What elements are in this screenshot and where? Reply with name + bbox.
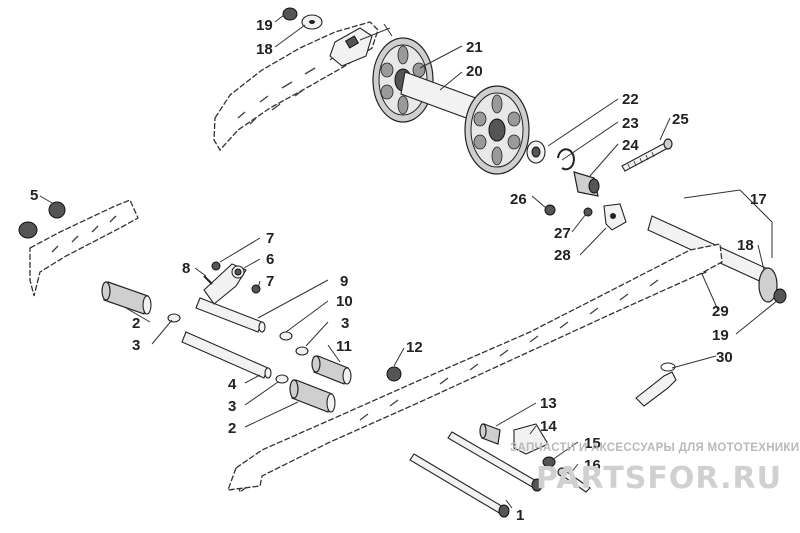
- leader-lines: [39, 14, 779, 509]
- callout-26: 26: [510, 191, 527, 208]
- callout-6: 6: [266, 251, 274, 268]
- watermark-tagline: ЗАПЧАСТИ И АКСЕССУАРЫ ДЛЯ МОТОТЕХНИКИ: [510, 442, 799, 454]
- callout-17: 17: [750, 191, 767, 208]
- sleeve-2-upper: [101, 281, 152, 315]
- callout-23: 23: [622, 115, 639, 132]
- callout-8: 8: [182, 260, 190, 277]
- idler-wheel-lower: [464, 85, 530, 175]
- sleeve-11: [311, 355, 352, 385]
- block-14: [513, 423, 549, 455]
- callout-4: 4: [228, 376, 237, 393]
- callout-20: 20: [466, 63, 483, 80]
- callout-13: 13: [540, 395, 557, 412]
- nut-26: [544, 204, 556, 216]
- callout-9: 9: [340, 273, 348, 290]
- callout-28: 28: [554, 247, 571, 264]
- watermark: ЗАПЧАСТИ И АКСЕССУАРЫ ДЛЯ МОТОТЕХНИКИ PA…: [510, 442, 799, 496]
- callout-27: 27: [554, 225, 571, 242]
- arm-6: [203, 263, 247, 305]
- bumper-12: [386, 366, 402, 382]
- snap-ring-23: [557, 148, 575, 171]
- callout-18: 18: [256, 41, 273, 58]
- main-rail-right: [227, 243, 723, 494]
- washer-3c: [275, 374, 289, 384]
- washer-3a: [167, 313, 181, 323]
- callout-2: 2: [228, 420, 236, 437]
- callout-19: 19: [256, 17, 273, 34]
- callout-7: 7: [266, 230, 274, 247]
- callout-14: 14: [540, 418, 557, 435]
- tube-9: [195, 297, 266, 333]
- callout-1: 1: [516, 507, 524, 524]
- bolt-16: [557, 467, 591, 493]
- callout-labels: 19 18 21 20 22 23 24 25 17 26 27 28 18 2…: [30, 17, 767, 524]
- long-tube-4: [181, 331, 272, 379]
- spacer-13: [479, 423, 501, 445]
- cap-19-top: [282, 7, 323, 30]
- bracket-30: [635, 362, 677, 407]
- callout-3: 3: [341, 315, 349, 332]
- washer-3b: [295, 346, 309, 356]
- stud-7-upper: [211, 261, 221, 271]
- callout-25: 25: [672, 111, 689, 128]
- main-rail-left: [29, 199, 139, 297]
- watermark-logo: PARTSFOR.RU: [536, 461, 782, 496]
- callout-18: 18: [737, 237, 754, 254]
- callout-22: 22: [622, 91, 639, 108]
- shaft-1: [409, 431, 543, 518]
- pin-8: [203, 275, 213, 285]
- washer-10: [279, 331, 293, 341]
- callout-12: 12: [406, 339, 423, 356]
- callout-10: 10: [336, 293, 353, 310]
- callout-5: 5: [30, 187, 38, 204]
- callout-15: 15: [584, 435, 601, 452]
- callout-2: 2: [132, 315, 140, 332]
- spacer-24: [573, 171, 600, 197]
- callout-16: 16: [584, 457, 601, 474]
- callout-3: 3: [132, 337, 140, 354]
- callout-3: 3: [228, 398, 236, 415]
- callout-19: 19: [712, 327, 729, 344]
- rail-bracket: [329, 23, 393, 67]
- callout-30: 30: [716, 349, 733, 366]
- callout-11: 11: [336, 338, 352, 355]
- bumper-5: [18, 201, 66, 239]
- sleeve-2-lower: [289, 379, 336, 413]
- bearing-22: [526, 140, 546, 164]
- callout-29: 29: [712, 303, 729, 320]
- callout-24: 24: [622, 137, 639, 154]
- callout-21: 21: [466, 39, 483, 56]
- bracket-28: [603, 203, 627, 231]
- bolt-25: [621, 138, 673, 172]
- callout-7: 7: [266, 273, 274, 290]
